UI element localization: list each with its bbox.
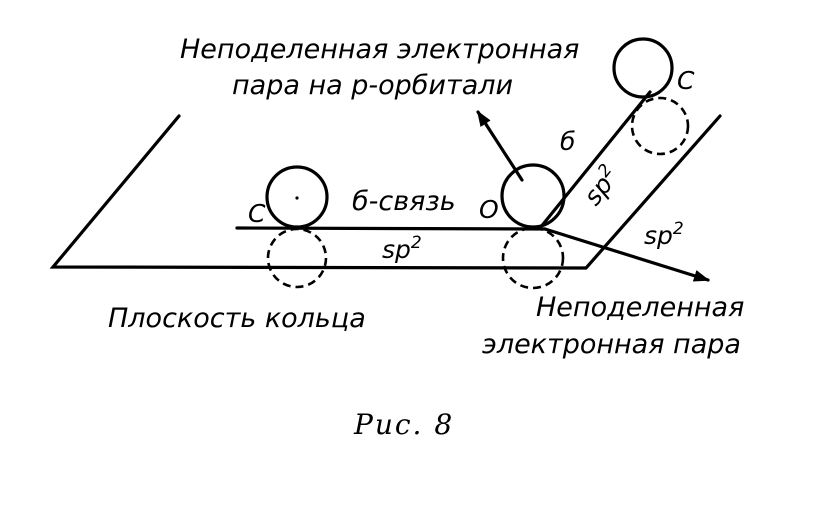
right-carbon-orbital-lower <box>630 96 690 156</box>
left-carbon-orbital-lower <box>266 227 328 289</box>
left-carbon-orbital-upper <box>265 165 329 229</box>
lone-pair-label-line1: Неподеленная <box>536 292 744 323</box>
lone-pair-label-line2: электронная пара <box>482 329 741 360</box>
sigma-upper-label: б <box>560 127 575 156</box>
ring-plane-label: Плоскость кольца <box>108 303 366 334</box>
carbon-left-label: C <box>248 199 266 228</box>
figure-caption: Рис. 8 <box>353 408 454 441</box>
oxygen-orbital-upper <box>500 163 566 229</box>
ring-plane-outline <box>49 114 722 270</box>
o-to-upper-c-bond-line <box>538 90 652 230</box>
p-orbital-pair-label-line2: пара на p-орбитали <box>232 70 513 101</box>
lone-pair-arrow <box>543 227 710 282</box>
oxygen-orbital-lower <box>501 226 565 290</box>
p-orbital-pair-label-line1: Неподеленная электронная <box>180 34 579 65</box>
sp2-upper-label: sp2 <box>576 160 625 210</box>
oxygen-label: O <box>479 195 499 224</box>
right-carbon-orbital-upper <box>612 37 674 99</box>
sigma-bond-line <box>235 226 547 231</box>
sp2-center-label: sp2 <box>382 233 422 264</box>
sigma-bond-label: б-связь <box>352 186 456 217</box>
carbon-right-label: C <box>677 66 695 95</box>
p-orbital-pair-arrow <box>476 110 524 182</box>
sp2-right-label: sp2 <box>644 219 684 250</box>
left-carbon-nucleus-dot <box>295 196 299 200</box>
